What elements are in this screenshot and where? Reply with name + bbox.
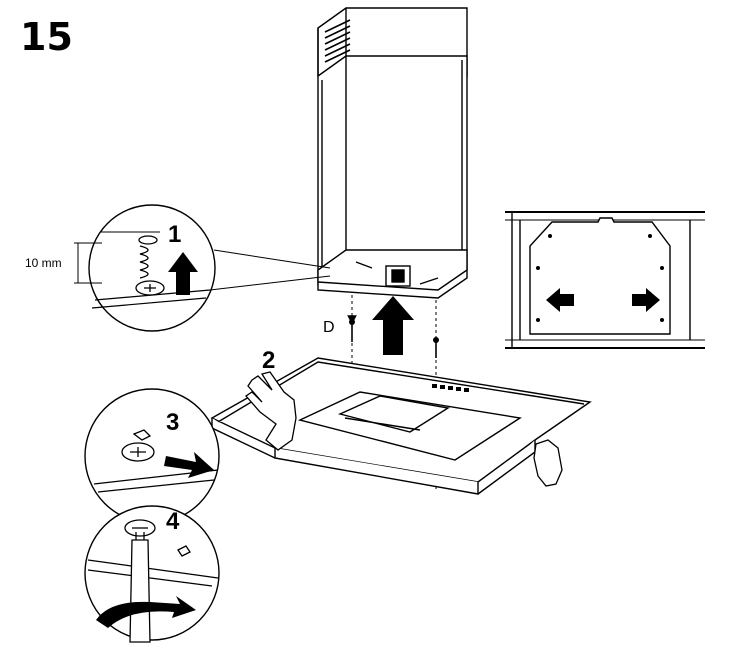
arrow-left-icon bbox=[546, 288, 574, 312]
callout-4: 4 bbox=[166, 508, 180, 535]
hand-right-icon bbox=[533, 439, 563, 487]
callout-1: 1 bbox=[168, 221, 181, 248]
vent-slots-icon bbox=[324, 19, 351, 63]
up-arrow-icon bbox=[168, 252, 198, 295]
detail-circle-4 bbox=[84, 505, 220, 643]
dimension-marker bbox=[74, 242, 102, 284]
chimney bbox=[317, 7, 468, 299]
screw-label: D bbox=[323, 319, 335, 336]
step-number: 15 bbox=[20, 15, 73, 59]
control-buttons bbox=[432, 384, 469, 392]
dimension-label: 10 mm bbox=[25, 256, 62, 270]
callout-2: 2 bbox=[262, 347, 275, 374]
slide-arrow-icon bbox=[164, 452, 214, 478]
lift-arrow-icon bbox=[372, 296, 414, 355]
screw-head-icon bbox=[121, 429, 155, 462]
rotate-arrow-icon bbox=[96, 596, 196, 628]
screwdriver-icon bbox=[124, 519, 191, 643]
callout-3: 3 bbox=[166, 409, 179, 436]
detail-circle-3 bbox=[84, 388, 220, 524]
spring-screw-icon bbox=[135, 235, 165, 296]
detail-circle-1 bbox=[88, 204, 331, 332]
mounting-plate-view bbox=[505, 211, 705, 349]
hood-body bbox=[210, 357, 592, 495]
arrow-right-icon bbox=[632, 288, 660, 312]
hand-left-icon bbox=[245, 371, 297, 451]
